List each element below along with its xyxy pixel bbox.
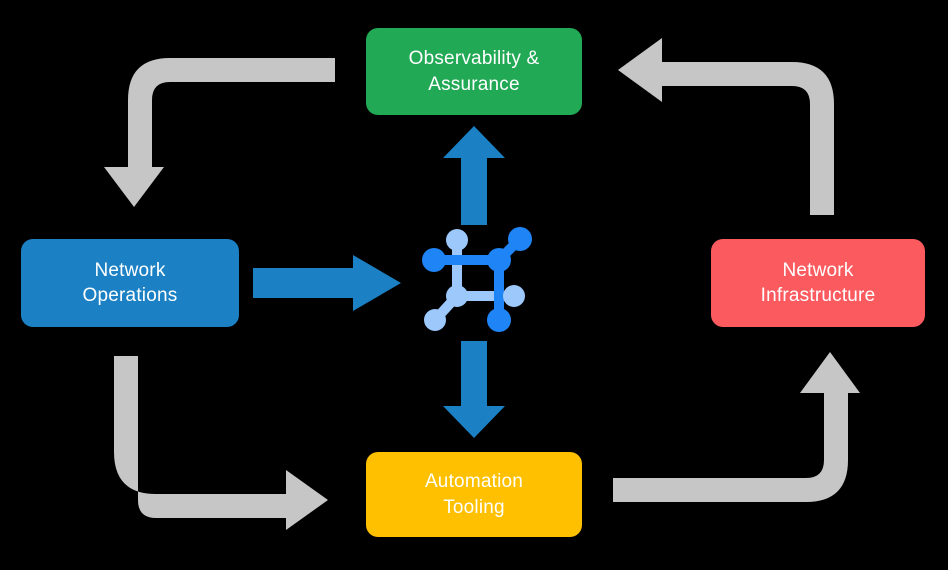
network-topology-icon	[422, 227, 532, 332]
blue-arrow-center-to-automation	[443, 341, 505, 438]
topology-strong-nodes	[422, 227, 532, 332]
gray-arrow-operations-to-automation	[114, 356, 328, 530]
node-network-operations-label: Network Operations	[82, 259, 178, 306]
gray-arrow-infrastructure-to-observability	[618, 38, 834, 215]
node-observability-assurance[interactable]: Observability & Assurance	[366, 28, 582, 115]
node-automation-tooling-label: Automation Tooling	[424, 471, 524, 518]
node-observability-label: Observability & Assurance	[408, 48, 540, 95]
node-automation-tooling[interactable]: Automation Tooling	[366, 452, 582, 537]
blue-arrow-center-to-observability	[443, 126, 505, 225]
gray-arrow-observability-to-operations	[104, 58, 335, 207]
node-network-infrastructure[interactable]: Network Infrastructure	[711, 239, 925, 327]
node-network-operations[interactable]: Network Operations	[21, 239, 239, 327]
gray-arrow-automation-to-infrastructure	[613, 352, 860, 502]
topology-light-nodes	[424, 229, 525, 331]
blue-arrow-operations-to-center	[253, 255, 401, 311]
node-network-infrastructure-label: Network Infrastructure	[760, 259, 876, 306]
